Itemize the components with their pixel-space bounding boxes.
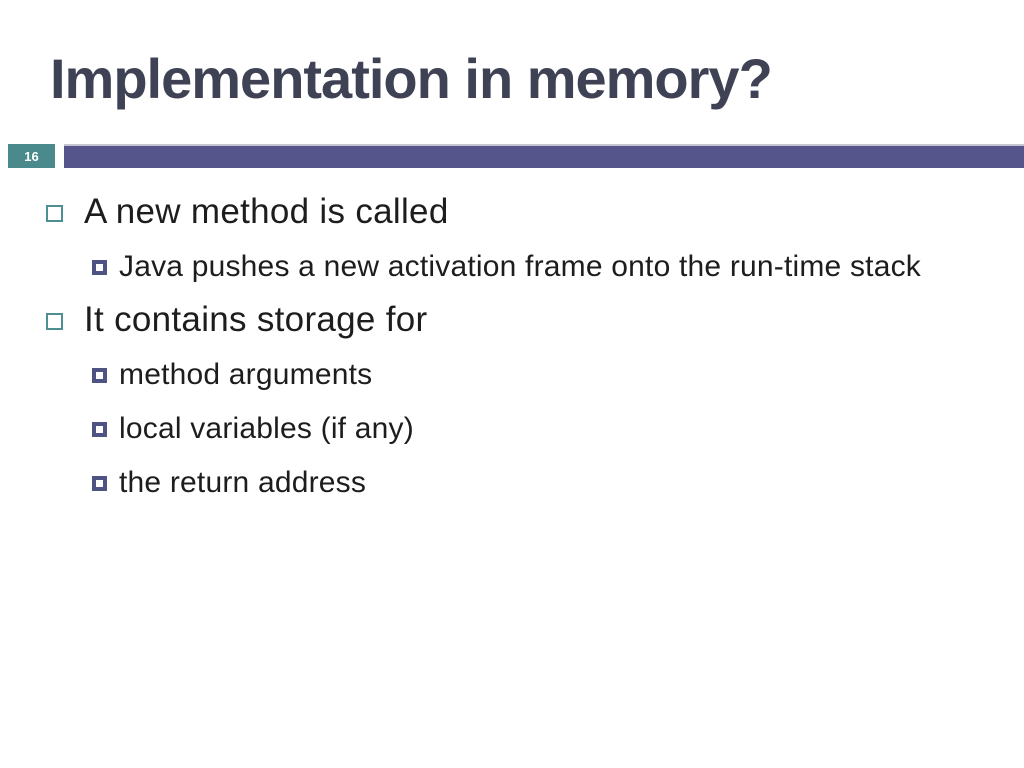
bullet-text: the return address [119, 465, 367, 499]
bullet-item: local variables (if any) [40, 401, 1000, 455]
bullet-text: A new method is called [84, 191, 449, 231]
bullet-text: It contains storage for [84, 299, 428, 339]
bullet-text: local variables (if any) [119, 411, 414, 445]
bullet-item: A new method is called [40, 185, 1000, 239]
filled-square-bullet-icon [92, 367, 107, 383]
bullet-item: the return address [40, 455, 1000, 509]
bullet-text: method arguments [119, 357, 373, 391]
bullet-item: method arguments [40, 347, 1000, 401]
open-square-bullet-icon [46, 204, 63, 222]
bullet-item: Java pushes a new activation frame onto … [40, 239, 1000, 293]
filled-square-bullet-icon [92, 259, 107, 275]
slide-title: Implementation in memory? [50, 47, 773, 110]
bullet-list: A new method is called Java pushes a new… [40, 185, 1000, 509]
filled-square-bullet-icon [92, 421, 107, 437]
page-number-badge: 16 [8, 144, 55, 168]
page-number: 16 [24, 148, 39, 164]
bullet-item: It contains storage for [40, 293, 1000, 347]
header-band: 16 [0, 144, 1024, 168]
open-square-bullet-icon [46, 312, 63, 330]
filled-square-bullet-icon [92, 475, 107, 491]
header-accent-bar [64, 144, 1024, 168]
bullet-text: Java pushes a new activation frame onto … [119, 249, 922, 283]
